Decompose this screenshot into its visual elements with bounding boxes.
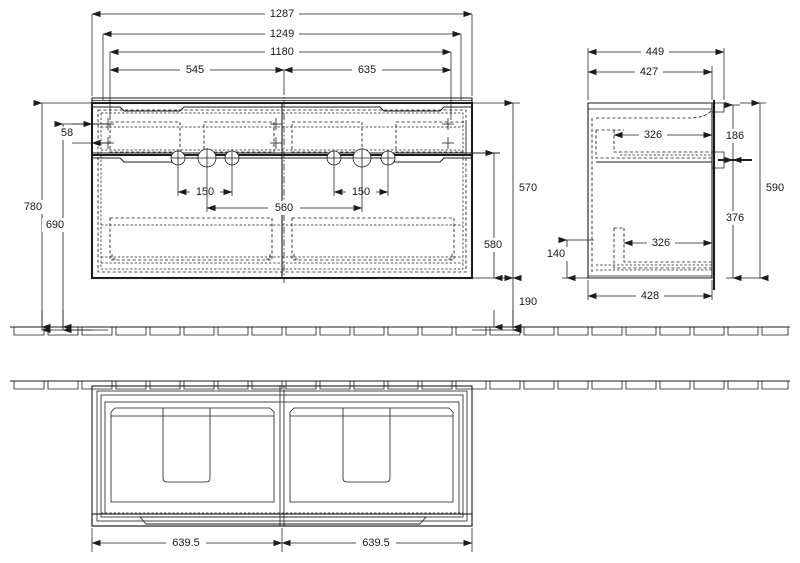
front-lower-corner-right bbox=[293, 254, 299, 260]
plan-frame-2 bbox=[96, 390, 468, 522]
side-dimensions: 449 427 326 326 428 140 186 37 bbox=[543, 45, 788, 303]
dim-carcass-width: 1249 bbox=[270, 28, 294, 40]
dim-plinth-height: 190 bbox=[519, 296, 537, 308]
dim-handle-spacing-right: 150 bbox=[352, 186, 370, 198]
front-inner-carcass-dashed bbox=[97, 109, 467, 273]
dim-lower-height: 376 bbox=[726, 212, 744, 224]
side-lower-drawer-inner bbox=[623, 228, 712, 263]
front-lower-corner-right2 bbox=[447, 254, 453, 260]
dim-height-580: 580 bbox=[484, 239, 502, 251]
dim-overall-width: 1287 bbox=[270, 8, 294, 20]
dim-height-690: 690 bbox=[46, 219, 64, 231]
front-drawer-box-3 bbox=[291, 121, 363, 153]
side-basin-profile bbox=[596, 109, 713, 119]
front-inner-carcass-dashed-2 bbox=[100, 112, 464, 270]
ground-line-upper bbox=[10, 326, 790, 336]
dim-base-depth: 428 bbox=[641, 290, 659, 302]
front-dimensions: 1287 1249 1180 545 635 780 690 58 bbox=[20, 7, 541, 334]
plan-handle-recess-left bbox=[162, 416, 211, 483]
plan-plinth-band bbox=[91, 513, 473, 527]
side-body-outline bbox=[587, 102, 713, 279]
front-lower-drawer-box-right bbox=[291, 217, 455, 261]
dim-left-drawer-width: 639.5 bbox=[172, 537, 200, 549]
dim-total-height: 780 bbox=[24, 201, 42, 213]
dim-base-offset: 140 bbox=[547, 248, 565, 260]
front-lower-corner-left2 bbox=[265, 254, 271, 260]
dim-side-total-height: 590 bbox=[766, 182, 784, 194]
side-upper-drawer-outline bbox=[595, 130, 712, 159]
dim-body-depth: 427 bbox=[640, 66, 658, 78]
dim-lower-drawer-depth: 326 bbox=[652, 237, 670, 249]
plan-dimensions: 639.5 639.5 bbox=[91, 528, 473, 552]
front-view-ground-leaders bbox=[41, 310, 522, 331]
side-view bbox=[587, 100, 752, 290]
dim-overall-depth: 449 bbox=[646, 46, 664, 58]
dim-upper-height: 186 bbox=[726, 130, 744, 142]
dim-left-segment: 545 bbox=[186, 64, 204, 76]
side-bracket-top bbox=[712, 102, 725, 113]
dim-right-drawer-width: 639.5 bbox=[362, 537, 390, 549]
front-drawer-box-1 bbox=[109, 121, 181, 153]
front-drawer-box-4 bbox=[395, 121, 467, 153]
front-hardware-left bbox=[170, 148, 240, 168]
dim-top-offset: 58 bbox=[61, 127, 73, 139]
plan-drawer-front-right bbox=[289, 407, 454, 503]
front-lower-drawer-box-left bbox=[109, 217, 273, 261]
dim-handle-spacing-left: 150 bbox=[196, 186, 214, 198]
plan-drawer-front-left bbox=[110, 407, 275, 503]
plan-view bbox=[91, 385, 473, 527]
front-hardware-right bbox=[326, 148, 396, 168]
side-lower-drawer-outline bbox=[613, 228, 712, 269]
dim-right-segment: 635 bbox=[358, 64, 376, 76]
dim-handle-centres: 560 bbox=[275, 202, 293, 214]
dim-upper-drawer-depth: 326 bbox=[644, 129, 662, 141]
front-lower-corner-left bbox=[111, 254, 117, 260]
plan-handle-recess-right bbox=[342, 416, 391, 483]
dim-inner-width: 1180 bbox=[270, 46, 294, 58]
dim-height-570: 570 bbox=[519, 182, 537, 194]
ground-line-lower bbox=[10, 380, 790, 390]
front-drawer-box-2 bbox=[203, 121, 275, 153]
